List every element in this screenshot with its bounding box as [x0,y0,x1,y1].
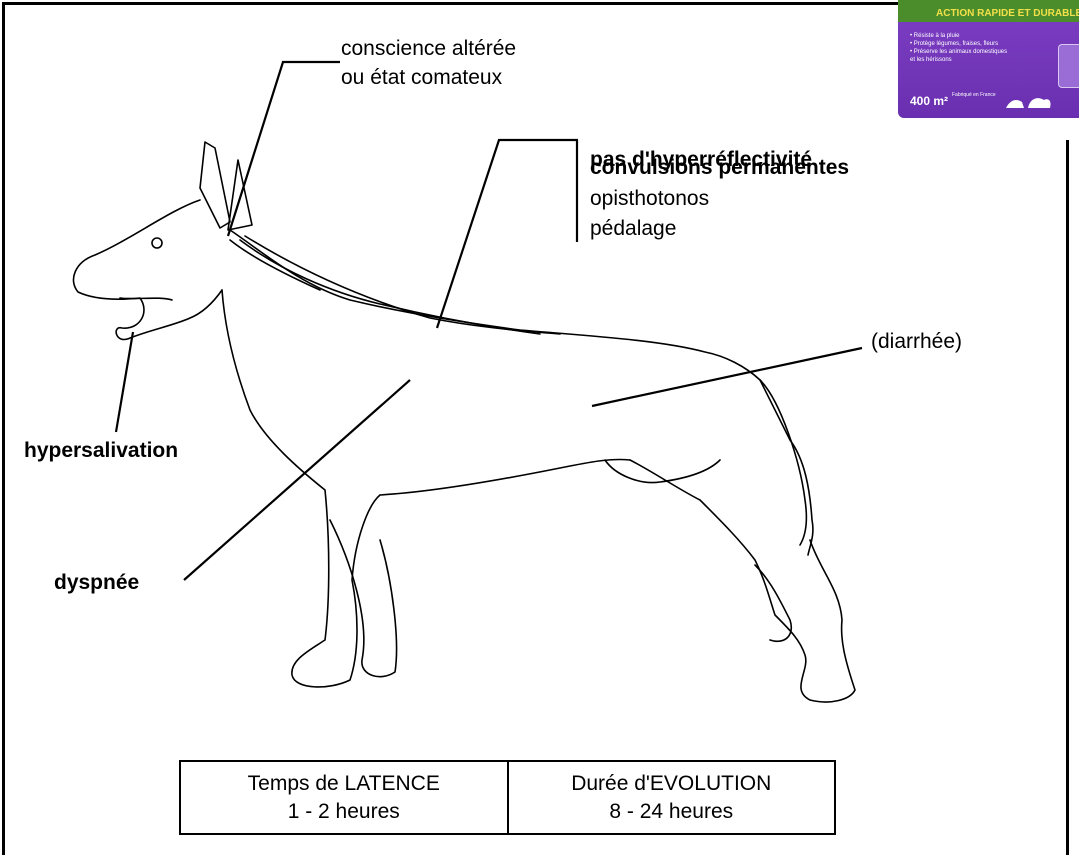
ad-bullet: • Protège légumes, fraises, fleurs [910,40,1007,48]
latence-value: 1 - 2 heures [288,798,400,826]
ad-bullet: et les hérissons [910,56,1007,64]
pointer-hypersalivation [116,332,133,432]
ad-bullet: • Résiste à la pluie [910,32,1007,40]
evolution-label: Durée d'EVOLUTION [571,770,771,798]
pointer-conscience [228,62,340,236]
ad-bullet: • Préserve les animaux domestiques [910,48,1007,56]
label-opisthotonos: opisthotonos [590,184,709,213]
ad-bullets: • Résiste à la pluie • Protège légumes, … [910,32,1007,64]
dog-front-leg-left [222,290,380,687]
dog-eye [152,238,162,248]
dog-front-leg-right [330,520,397,677]
ad-made-in: Fabriqué en France [952,92,996,98]
dog-hock [755,565,791,641]
dog-back [230,230,760,380]
pointer-hyperreflect [437,140,578,328]
dog-hind-leg [630,460,855,702]
pointer-diarrhee [592,348,862,406]
label-dyspnee: dyspnée [54,568,139,597]
ad-title: ACTION RAPIDE ET DURABLE [936,8,1079,19]
label-conscience-line2: ou état comateux [341,63,502,92]
timing-cell-evolution: Durée d'EVOLUTION 8 - 24 heures [507,762,835,833]
dog-neck-line [230,240,320,290]
dog-spine-inner [240,240,540,334]
label-convulsions: convulsions permanentes [590,153,849,182]
ad-area: 400 m² [910,94,948,108]
evolution-value: 8 - 24 heures [609,798,733,826]
label-conscience-line1: conscience altérée [341,34,516,63]
dog-head [73,200,222,339]
timing-cell-latence: Temps de LATENCE 1 - 2 heures [181,762,507,833]
latence-label: Temps de LATENCE [248,770,440,798]
dog-spine-inner-2 [245,236,560,334]
dog-ear-left [200,142,230,228]
pointer-lines [116,62,862,580]
animals-icon [1004,88,1054,112]
label-hypersalivation: hypersalivation [24,436,178,465]
dog-belly [380,459,630,495]
dog-outline [73,142,855,702]
product-ad[interactable]: ACTION RAPIDE ET DURABLE • Résiste à la … [898,0,1079,118]
pointer-dyspnee [184,380,410,580]
label-pedalage: pédalage [590,214,676,243]
dog-tail [760,380,806,545]
ad-stamp-icon [1058,44,1079,88]
timing-table: Temps de LATENCE 1 - 2 heures Durée d'EV… [179,760,836,835]
label-diarrhee: (diarrhée) [871,327,962,356]
